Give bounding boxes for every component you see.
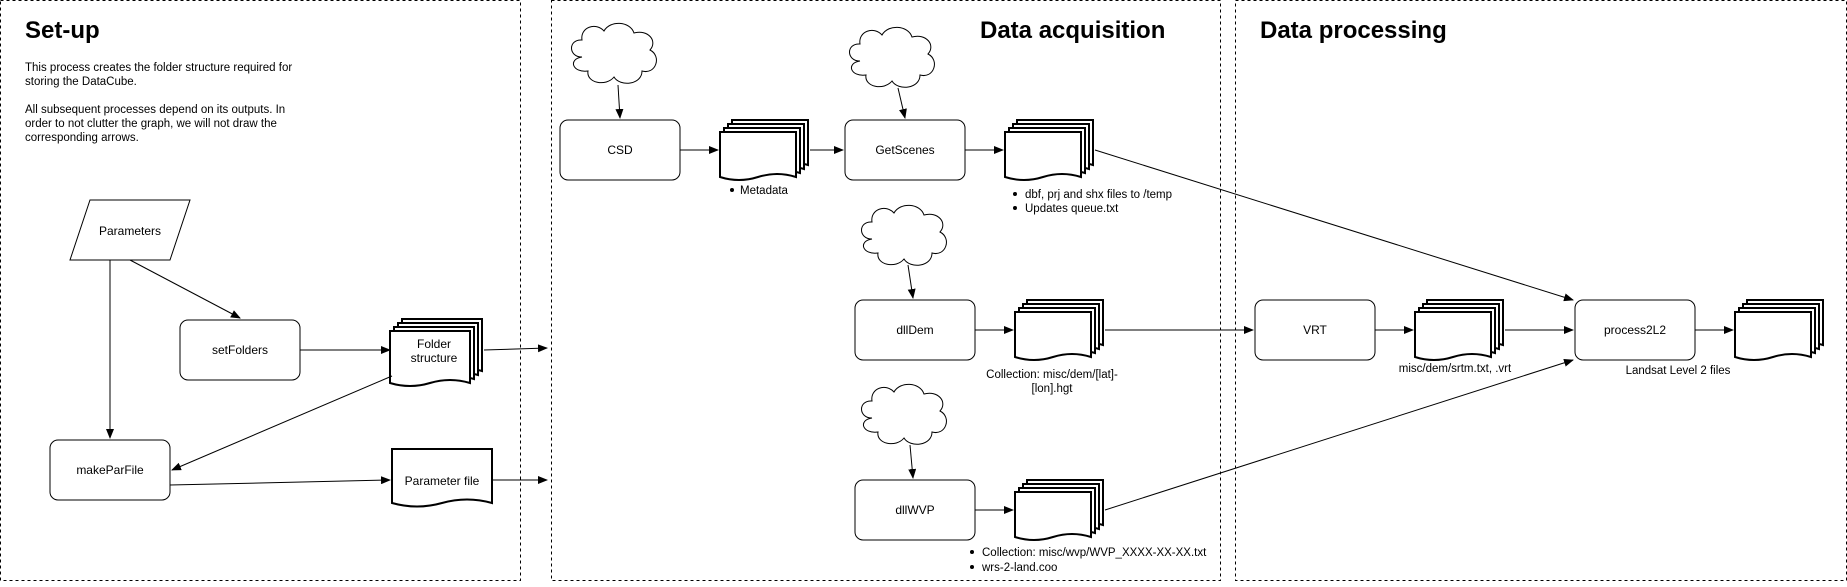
makeparfile-label: makeParFile	[76, 463, 144, 477]
level2-output-caption: Landsat Level 2 files	[1626, 365, 1731, 377]
arrow-wvp-to-process2l2	[1104, 358, 1574, 511]
getscenes-label: GetScenes	[875, 143, 934, 157]
getscenes-node[interactable]: GetScenes	[844, 119, 966, 181]
scenes-output-stack[interactable]	[1004, 119, 1094, 181]
csd-cloud-icon	[571, 22, 657, 84]
dllwvp-cloud-icon	[861, 383, 947, 445]
getscenes-cloud-icon	[849, 26, 935, 88]
parameter-file-document[interactable]: Parameter file	[391, 448, 493, 508]
scenes-output-caption-text: dbf, prj and shx files to /temp	[1025, 189, 1172, 201]
acquisition-section	[551, 0, 1221, 581]
arrow-cloud-to-dlldem	[907, 264, 916, 299]
setup-description-line: This process creates the folder structur…	[25, 62, 292, 74]
dlldem-label: dllDem	[896, 323, 933, 337]
connectors	[106, 84, 1734, 514]
acquisition-title: Data acquisition	[980, 17, 1165, 44]
folder-structure-label: Folder	[417, 337, 451, 351]
arrow-makeparfile-to-parameterfile	[169, 476, 391, 486]
level2-output-stack[interactable]	[1734, 299, 1824, 361]
parameters-label: Parameters	[99, 224, 161, 238]
setup-description-line: corresponding arrows.	[25, 132, 139, 144]
parameter-file-label: Parameter file	[405, 474, 480, 488]
setfolders-label: setFolders	[212, 343, 268, 357]
dlldem-node[interactable]: dllDem	[854, 299, 976, 361]
parameters-node[interactable]: Parameters	[69, 199, 191, 261]
arrow-folderstructure-to-makeparfile	[171, 375, 393, 471]
wvp-output-caption: Collection: misc/wvp/WVP_XXXX-XX-XX.txt …	[970, 547, 1207, 574]
setup-description-line: order to not clutter the graph, we will …	[25, 118, 277, 130]
folder-structure-stack[interactable]: Folder structure	[389, 318, 483, 387]
setup-title: Set-up	[25, 17, 100, 44]
setfolders-node[interactable]: setFolders	[179, 319, 301, 381]
folder-structure-label: structure	[411, 351, 458, 365]
setup-description-line: storing the DataCube.	[25, 76, 137, 88]
csd-label: CSD	[607, 143, 633, 157]
process2l2-label: process2L2	[1604, 323, 1666, 337]
setup-description-line: All subsequent processes depend on its o…	[25, 104, 285, 116]
dem-collection-caption: Collection: misc/dem/[lat]- [lon].hgt	[986, 369, 1118, 395]
arrow-cloud-to-getscenes	[897, 87, 907, 119]
dllwvp-label: dllWVP	[895, 503, 934, 517]
metadata-stack[interactable]	[719, 119, 809, 181]
scenes-output-caption: dbf, prj and shx files to /temp Updates …	[1013, 189, 1172, 215]
processing-title: Data processing	[1260, 17, 1447, 44]
arrow-parameters-to-setfolders	[129, 259, 241, 319]
wvp-output-stack[interactable]	[1014, 479, 1104, 541]
csd-node[interactable]: CSD	[559, 119, 681, 181]
arrow-cloud-to-dllwvp	[908, 444, 917, 479]
srtm-output-caption: misc/dem/srtm.txt, .vrt	[1399, 363, 1512, 375]
vrt-label: VRT	[1303, 323, 1327, 337]
setup-description: This process creates the folder structur…	[25, 62, 292, 144]
dem-collection-caption-text: [lon].hgt	[1032, 383, 1074, 395]
metadata-caption-text: Metadata	[740, 185, 789, 197]
srtm-output-stack[interactable]	[1414, 299, 1504, 361]
arrow-folderstructure-to-acquisition	[483, 344, 548, 353]
vrt-node[interactable]: VRT	[1254, 299, 1376, 361]
metadata-caption: Metadata	[730, 185, 789, 197]
dem-collection-caption-text: Collection: misc/dem/[lat]-	[986, 369, 1118, 381]
dllwvp-node[interactable]: dllWVP	[854, 479, 976, 541]
wvp-output-caption-text: Collection: misc/wvp/WVP_XXXX-XX-XX.txt	[982, 547, 1207, 559]
dem-collection-stack[interactable]	[1014, 299, 1104, 361]
arrow-cloud-to-csd	[615, 84, 624, 119]
scenes-output-caption-text: Updates queue.txt	[1025, 203, 1119, 215]
arrow-scenes-to-process2l2	[1094, 149, 1574, 302]
dlldem-cloud-icon	[861, 204, 947, 266]
setup-section	[0, 0, 521, 581]
makeparfile-node[interactable]: makeParFile	[49, 439, 171, 501]
process2l2-node[interactable]: process2L2	[1574, 299, 1696, 361]
processing-section	[1235, 0, 1847, 581]
wvp-output-caption-text: wrs-2-land.coo	[981, 562, 1057, 574]
